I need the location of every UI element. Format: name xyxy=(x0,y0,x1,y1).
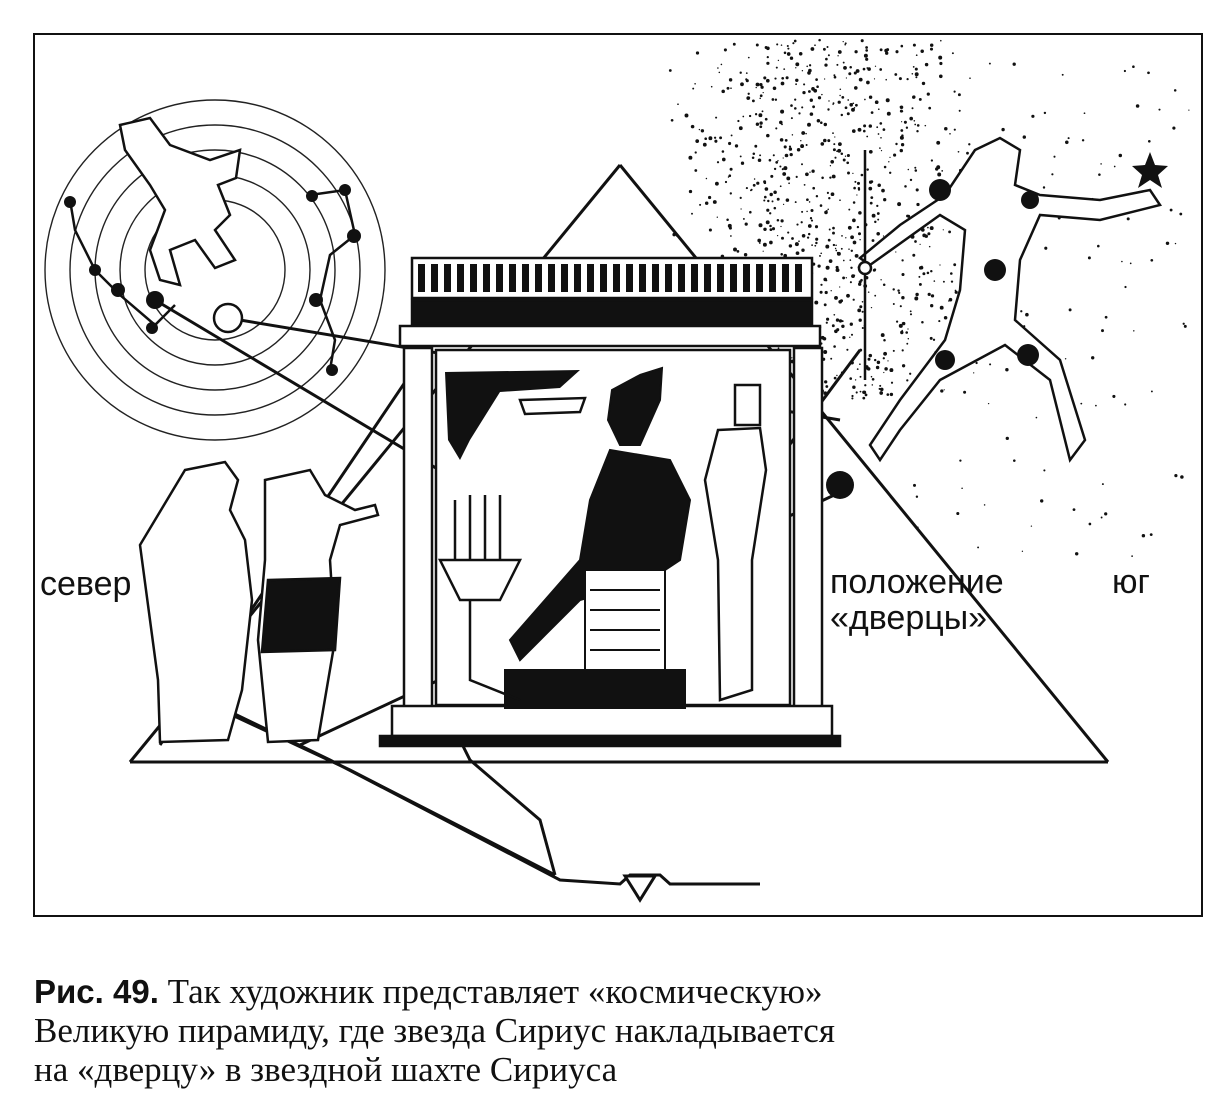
figure-frame xyxy=(33,33,1203,917)
orion-stars xyxy=(826,179,1039,499)
caption-line-1: Рис. 49. Так художник представляет «косм… xyxy=(34,972,1194,1011)
label-south: юг xyxy=(1112,563,1150,601)
caption-line-2: Великую пирамиду, где звезда Сириус накл… xyxy=(34,1011,835,1050)
dog-constellation xyxy=(68,116,357,371)
dog-stars xyxy=(64,184,361,376)
label-north: север xyxy=(40,565,132,603)
label-door-position: положение xyxy=(830,563,1004,601)
orion-figure xyxy=(857,136,1163,463)
isis-figure xyxy=(703,383,768,702)
halo-rings xyxy=(44,99,386,441)
illustration xyxy=(33,33,1203,917)
winged-figure xyxy=(445,370,580,460)
throne-lines xyxy=(590,589,660,651)
descending-passage xyxy=(184,688,760,903)
figure-caption: Рис. 49. Так художник представляет «косм… xyxy=(34,972,1194,1089)
lotus-offering xyxy=(437,495,523,702)
caption-line-3: на «дверцу» в звездной шахте Сириуса xyxy=(34,1050,618,1089)
sirius-star-icon xyxy=(1132,152,1168,188)
sacred-eye xyxy=(518,396,587,416)
standing-figures xyxy=(138,460,380,744)
figure-number: Рис. 49. xyxy=(34,973,159,1010)
label-door: «дверцы» xyxy=(830,599,988,637)
shrine-frieze xyxy=(418,264,802,292)
caption-text-1: Так художник представляет «космическую» xyxy=(167,972,823,1011)
osiris-figure xyxy=(504,366,692,709)
